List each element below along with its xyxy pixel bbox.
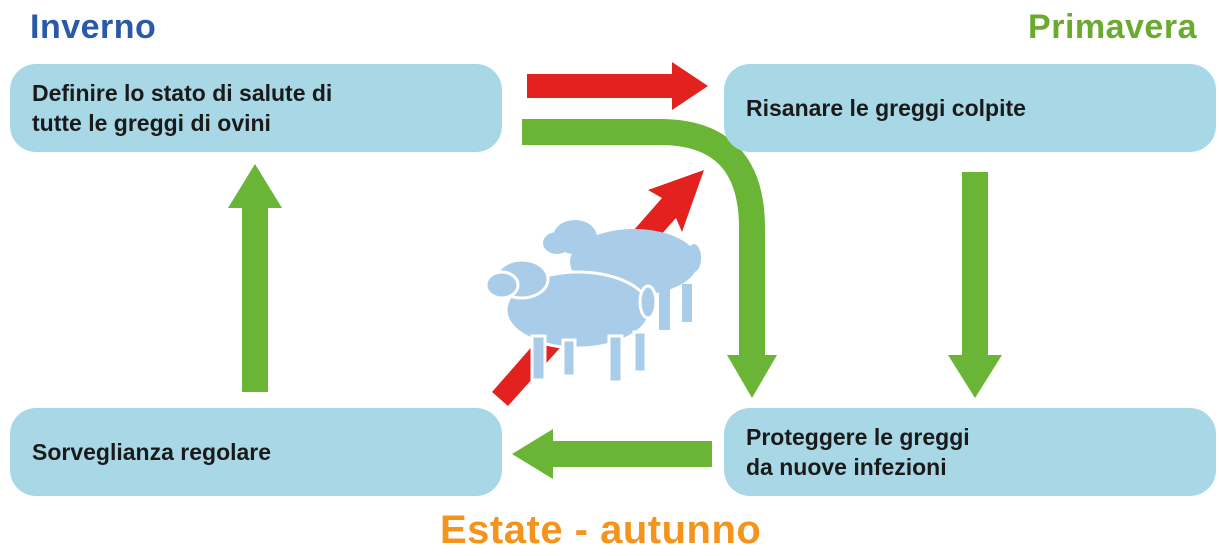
season-winter-title: Inverno: [30, 8, 157, 46]
red-arrow-right: [527, 62, 708, 110]
step-label: Sorveglianza regolare: [32, 439, 272, 465]
step-regular-surveillance: Sorveglianza regolare: [10, 408, 502, 496]
step-heal-flocks: Risanare le greggi colpite: [724, 64, 1216, 152]
green-arrow-up-left: [228, 164, 282, 392]
season-spring-title: Primavera: [1028, 8, 1197, 46]
green-arrow-curved-head: [727, 355, 777, 398]
green-arrow-curved: [522, 119, 765, 355]
step-define-health-status: Definire lo stato di salute di tutte le …: [10, 64, 502, 152]
sheep-icon: [484, 258, 658, 384]
season-summer-autumn-title: Estate - autunno: [440, 508, 762, 552]
step-protect-flocks: Proteggere le greggi da nuove infezioni: [724, 408, 1216, 496]
step-label: Risanare le greggi colpite: [746, 95, 1026, 121]
green-arrow-left-bottom: [512, 429, 712, 479]
step-label: Proteggere le greggi da nuove infezioni: [746, 424, 970, 480]
step-label: Definire lo stato di salute di tutte le …: [32, 80, 333, 136]
green-arrow-down-right: [948, 172, 1002, 398]
